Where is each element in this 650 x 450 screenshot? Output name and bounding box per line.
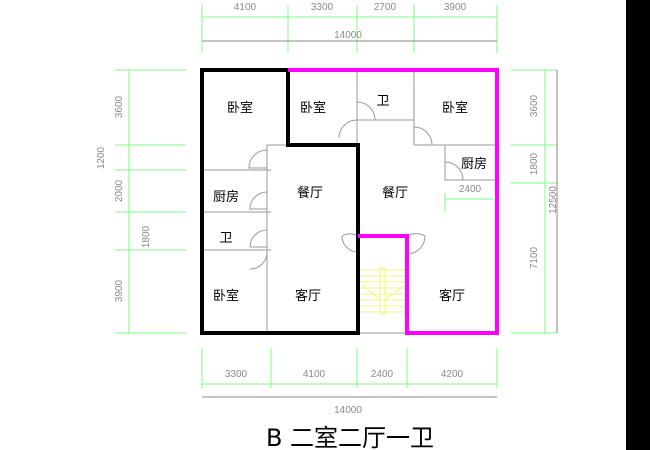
room-label-a-bedroom-bottom: 卧室 xyxy=(213,288,239,304)
room-label-a-bath: 卫 xyxy=(219,231,232,246)
room-label-b-bedroom-left: 卧室 xyxy=(300,100,326,116)
room-label-b-dining: 餐厅 xyxy=(382,185,408,201)
left-dimensions: 3600 1200 2000 1800 3900 xyxy=(96,69,186,334)
room-label-a-dining: 餐厅 xyxy=(297,185,323,201)
dim-kitchen-width: 2400 xyxy=(459,184,482,195)
top-dimensions: 4100 3300 2700 3900 14000 xyxy=(201,2,498,53)
dim-bottom-4: 4200 xyxy=(441,369,464,380)
dim-top-1: 4100 xyxy=(234,2,257,13)
dim-top-4: 3900 xyxy=(444,2,467,13)
plan-title: B 二室二厅一卫 xyxy=(266,424,434,450)
black-border-strip xyxy=(626,0,650,450)
staircase xyxy=(360,267,406,315)
dim-right-3: 7100 xyxy=(529,246,540,269)
door-swings xyxy=(248,101,464,270)
bottom-dimensions: 3300 4100 2400 4200 14000 xyxy=(201,348,498,416)
unit-a-outline xyxy=(200,68,360,335)
dim-top-2: 3300 xyxy=(311,2,334,13)
room-label-b-kitchen: 厨房 xyxy=(461,156,487,172)
dim-right-total: 12500 xyxy=(548,186,559,214)
right-dimensions: 3600 1800 7100 12500 xyxy=(511,69,559,334)
room-label-b-living: 客厅 xyxy=(439,288,465,304)
room-label-b-bath: 卫 xyxy=(376,94,389,109)
dim-bottom-1: 3300 xyxy=(225,369,248,380)
dim-bottom-3: 2400 xyxy=(371,369,394,380)
dim-top-total: 14000 xyxy=(334,30,362,41)
dim-left-3: 2000 xyxy=(114,179,125,202)
dim-right-1: 3600 xyxy=(529,94,540,117)
room-label-b-bedroom-right: 卧室 xyxy=(442,100,468,116)
dim-right-2: 1800 xyxy=(529,152,540,175)
dim-left-5: 3900 xyxy=(114,279,125,302)
room-label-a-living: 客厅 xyxy=(295,288,321,304)
room-label-a-bedroom-top: 卧室 xyxy=(227,100,253,116)
dim-bottom-2: 4100 xyxy=(303,369,326,380)
dim-left-1: 3600 xyxy=(114,95,125,118)
room-label-a-kitchen: 厨房 xyxy=(213,189,239,205)
dim-left-4: 1800 xyxy=(141,225,152,248)
interior-walls xyxy=(202,70,497,334)
dim-left-2: 1200 xyxy=(96,146,107,169)
dim-bottom-total: 14000 xyxy=(334,405,362,416)
unit-b-outline xyxy=(288,68,499,335)
dim-top-3: 2700 xyxy=(374,2,397,13)
